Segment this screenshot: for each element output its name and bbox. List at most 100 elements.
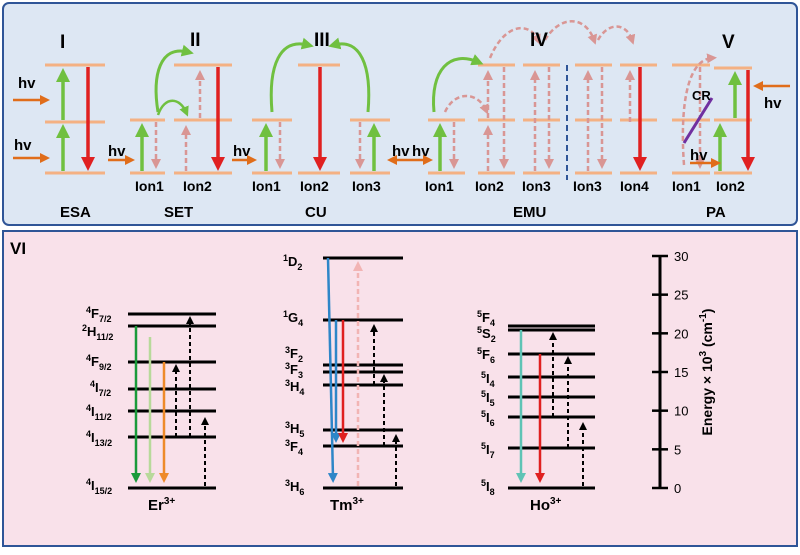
er-level-label: 4I15/2 — [86, 477, 112, 496]
ho-levels — [508, 324, 595, 490]
pa-cr-line — [682, 97, 714, 144]
ho-ion-label: Ho3+ — [530, 496, 562, 514]
cu-transfer-curve-1 — [269, 37, 314, 113]
cu-ion1-label: Ion1 — [252, 178, 281, 194]
tm-level-label: 3H4 — [285, 378, 304, 397]
pa-hv-label-2: hv — [690, 147, 708, 164]
energy-tick-label: 25 — [674, 288, 688, 303]
ho-level-label: 5F4 — [477, 309, 495, 328]
cu-abbr: CU — [305, 204, 327, 221]
ho-level-label: 5I8 — [481, 478, 495, 497]
pa-numeral: V — [722, 32, 735, 53]
pa-cr-label: CR — [692, 88, 711, 103]
energy-tick-label: 10 — [674, 404, 688, 419]
esa-levels — [45, 63, 105, 175]
set-numeral: II — [190, 30, 201, 51]
cu-hv-label-1: hv — [233, 143, 251, 160]
set-ion2-label: Ion2 — [183, 178, 212, 194]
er-level-label: 4I11/2 — [86, 403, 112, 422]
top-panel — [2, 2, 798, 226]
cu-numeral: III — [314, 30, 330, 51]
esa-abbr: ESA — [60, 204, 91, 221]
set-abbr: SET — [164, 204, 193, 221]
emu-pink-curve-2 — [488, 26, 541, 59]
emu-ion3b-label: Ion3 — [573, 178, 602, 194]
energy-tick-label: 0 — [674, 481, 681, 496]
tm-level-label: 3F2 — [285, 345, 303, 364]
tm-level-labels: 1D2 1G4 3F2 3F3 3H4 3H5 3F4 3H6 — [283, 253, 304, 497]
ho-diagram: 5F4 5S2 5F6 5I4 5I5 5I6 5I7 5I8 Ho3+ — [477, 309, 595, 514]
scheme-cu: hv hv Ion1 Ion2 Ion3 III CU — [232, 30, 410, 221]
er-diagram: 4F7/2 2H11/2 4F9/2 4I7/2 4I11/2 4I13/2 4… — [82, 305, 216, 514]
energy-axis-label: Energy × 103 (cm-1) — [698, 309, 715, 436]
ho-level-label: 5I4 — [481, 370, 495, 389]
tm-level-label: 1G4 — [283, 309, 303, 328]
scheme-emu: hv Ion1 Ion2 Ion3 Ion3 Ion4 IV EMU — [410, 20, 657, 221]
er-level-label: 4I13/2 — [86, 429, 112, 448]
cu-transfer-curve-2 — [328, 37, 371, 113]
emu-pink-curve-3 — [543, 20, 598, 45]
set-levels — [130, 63, 232, 175]
emu-ion1-label: Ion1 — [425, 178, 454, 194]
energy-tick-label: 30 — [674, 249, 688, 264]
scheme-esa: hv hv I ESA — [13, 32, 105, 221]
pa-ion1-label: Ion1 — [672, 178, 701, 194]
tm-level-label: 1D2 — [283, 253, 302, 272]
energy-axis: 0 5 10 15 20 25 30 Energy × 103 (cm-1) — [652, 249, 715, 496]
energy-tick-label: 15 — [674, 365, 688, 380]
cu-hv-label-2: hv — [392, 143, 410, 160]
emu-numeral: IV — [530, 30, 548, 51]
cu-ion3-label: Ion3 — [352, 178, 381, 194]
emu-hv-label: hv — [412, 143, 430, 160]
pa-pink-curve — [681, 53, 717, 166]
set-hv-label: hv — [108, 143, 126, 160]
emu-pink-curve-4 — [596, 25, 636, 45]
emu-pink-curve-1 — [443, 94, 489, 115]
er-level-labels: 4F7/2 2H11/2 4F9/2 4I7/2 4I11/2 4I13/2 4… — [82, 305, 113, 496]
ho-level-label: 5I7 — [481, 441, 495, 460]
er-level-label: 4F7/2 — [86, 305, 111, 324]
pa-abbr: PA — [706, 204, 726, 221]
tm-level-label: 3H5 — [285, 420, 304, 439]
cu-levels — [252, 63, 390, 175]
emu-levels — [428, 63, 657, 175]
er-ion-label: Er3+ — [148, 496, 175, 514]
emu-ion4-label: Ion4 — [620, 178, 649, 194]
tm-level-label: 3F4 — [285, 438, 303, 457]
emu-abbr: EMU — [513, 204, 546, 221]
tm-diagram: 1D2 1G4 3F2 3F3 3H4 3H5 3F4 3H6 Tm3+ — [283, 253, 403, 514]
energy-tick-label: 5 — [674, 442, 681, 457]
emu-ion3-label: Ion3 — [522, 178, 551, 194]
energy-tick-label: 20 — [674, 326, 688, 341]
scheme-set: hv Ion1 Ion2 II SET — [108, 30, 232, 221]
ho-level-label: 5F6 — [477, 346, 495, 365]
pa-ion2-label: Ion2 — [716, 178, 745, 194]
er-level-label: 4F9/2 — [86, 353, 111, 372]
emu-green-curve — [431, 54, 484, 113]
set-transfer-curve-2 — [156, 99, 189, 117]
esa-numeral: I — [60, 32, 65, 53]
ho-level-label: 5S2 — [477, 325, 496, 344]
pa-hv-label-1: hv — [764, 95, 782, 112]
esa-hv-label-1: hv — [18, 75, 36, 92]
set-transfer-curve-1 — [154, 44, 194, 113]
scheme-pa: CR hv hv Ion1 Ion2 V PA — [672, 32, 790, 221]
tm-level-label: 3H6 — [285, 478, 304, 497]
energy-ticks: 0 5 10 15 20 25 30 — [652, 249, 688, 496]
er-level-label: 2H11/2 — [82, 323, 113, 342]
panel-vi-numeral: VI — [10, 239, 26, 258]
ho-level-labels: 5F4 5S2 5F6 5I4 5I5 5I6 5I7 5I8 — [477, 309, 496, 497]
er-level-label: 4I7/2 — [90, 379, 111, 398]
ho-level-label: 5I5 — [481, 389, 495, 408]
bottom-panel — [2, 230, 798, 547]
set-ion1-label: Ion1 — [135, 178, 164, 194]
tm-level-label: 3F3 — [285, 361, 303, 380]
er-levels — [128, 312, 216, 490]
esa-hv-label-2: hv — [14, 137, 32, 154]
cu-ion2-label: Ion2 — [300, 178, 329, 194]
tm-ion-label: Tm3+ — [330, 496, 364, 514]
ho-level-label: 5I6 — [481, 409, 495, 428]
emu-ion2-label: Ion2 — [475, 178, 504, 194]
